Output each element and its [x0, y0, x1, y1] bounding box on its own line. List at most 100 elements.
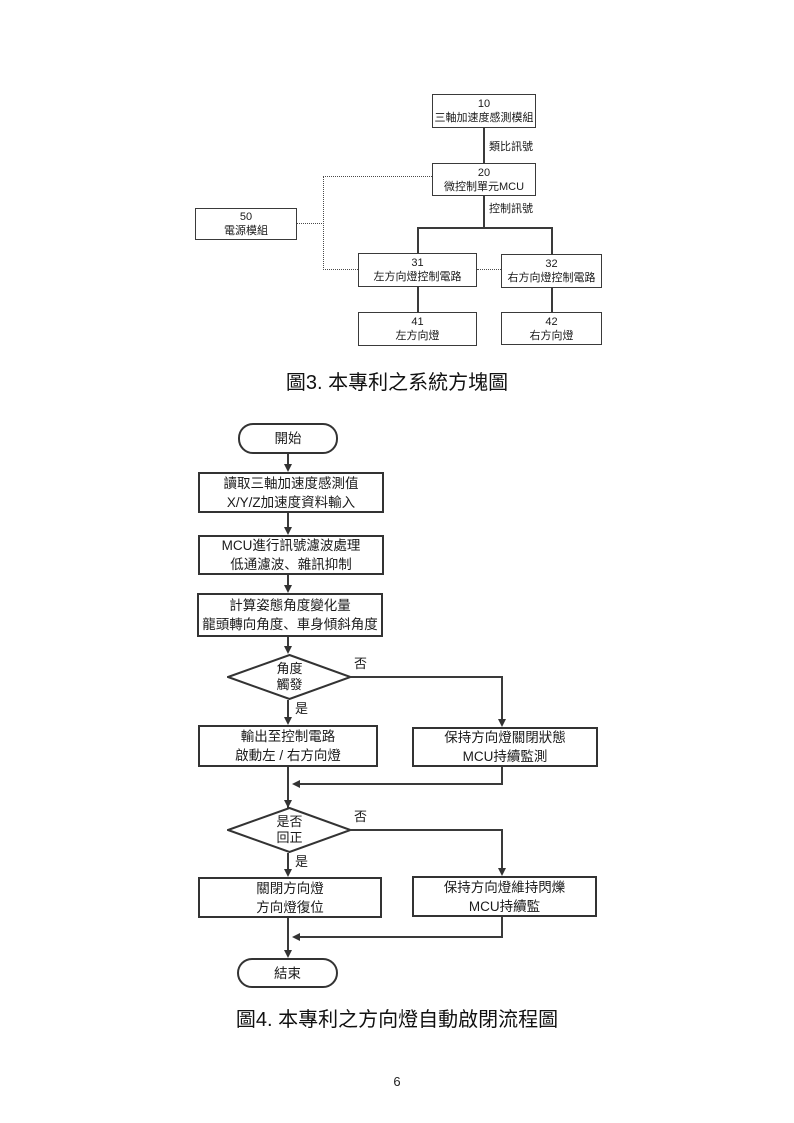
branch-label-no: 否 [354, 809, 368, 824]
flow-arrow-line [287, 918, 289, 951]
block-number: 41 [411, 316, 424, 328]
flow-branch-line [501, 829, 503, 869]
edge-label-analog-signal: 類比訊號 [489, 141, 533, 153]
flow-arrow-line [287, 853, 289, 870]
connector-32-to-42 [551, 288, 553, 312]
block-number: 42 [545, 315, 558, 328]
step-line: MCU進行訊號濾波處理 [221, 538, 361, 553]
step-line: MCU持續監 [468, 898, 541, 914]
dotted-power-to-mcu [323, 176, 432, 177]
decision-line: 是否 [276, 814, 303, 829]
block-number: 20 [477, 166, 491, 179]
decision-diamond-shape [227, 807, 352, 853]
flow-step-keep-blink: 保持方向燈維持閃爍 MCU持續監 [412, 876, 597, 917]
block-label: 左方向燈控制電路 [373, 271, 462, 283]
block-label: 微控制單元MCU [443, 180, 525, 193]
block-power-module: 50 電源模組 [195, 208, 297, 240]
flow-arrowhead-down [284, 646, 292, 654]
step-line: 輸出至控制電路 [240, 729, 336, 744]
connector-mcu-to-split [483, 196, 485, 227]
block-mcu: 20 微控制單元MCU [432, 163, 536, 196]
step-line: 保持方向燈關閉狀態 [444, 730, 566, 745]
block-number: 10 [477, 98, 491, 110]
block-label: 左方向燈 [395, 330, 440, 342]
flow-arrow-line [287, 575, 289, 586]
step-line: 計算姿態角度變化量 [229, 598, 351, 613]
branch-label-yes: 是 [295, 701, 309, 716]
flow-arrowhead-down [284, 527, 292, 535]
flow-step-read: 讀取三軸加速度感測值 X/Y/Z加速度資料輸入 [198, 472, 384, 513]
decision-text: 是否 回正 [227, 807, 352, 853]
branch-label-no: 否 [354, 656, 368, 671]
flow-branch-line [501, 767, 503, 785]
flow-arrow-line [287, 513, 289, 528]
figure3-caption: 圖3. 本專利之系統方塊圖 [285, 372, 509, 394]
block-left-turn-lamp: 41 左方向燈 [358, 312, 477, 346]
dotted-power-to-31 [323, 269, 358, 270]
decision-line: 回正 [276, 830, 303, 845]
connector-31-to-41 [417, 287, 419, 312]
flow-arrowhead-down [284, 800, 292, 808]
connector-split-right [551, 227, 553, 254]
flow-arrow-line [287, 454, 289, 465]
block-label: 三軸加速度感測模組 [434, 112, 534, 124]
flow-start-node: 開始 [238, 423, 338, 454]
flow-start-label: 開始 [274, 431, 302, 446]
flow-step-activate: 輸出至控制電路 啟動左 / 右方向燈 [198, 725, 378, 767]
flow-end-node: 結束 [237, 958, 338, 988]
block-label: 電源模組 [224, 225, 268, 237]
flow-arrowhead-left [292, 933, 300, 941]
block-number: 32 [545, 258, 558, 270]
decision-text: 角度 觸發 [227, 654, 352, 700]
decision-diamond-shape [227, 654, 352, 700]
flow-step-keep-off: 保持方向燈關閉狀態 MCU持續監測 [412, 727, 598, 767]
connector-sensor-to-mcu [483, 128, 485, 163]
block-right-turn-lamp: 42 右方向燈 [501, 312, 602, 345]
block-number: 31 [411, 257, 424, 269]
step-line: 啟動左 / 右方向燈 [235, 748, 341, 763]
flow-arrowhead-down [284, 585, 292, 593]
flow-decision-angle-trigger: 角度 觸發 [227, 654, 352, 700]
step-line: 方向燈復位 [256, 899, 324, 915]
flow-merge-line [300, 936, 503, 938]
block-left-turn-control: 31 左方向燈控制電路 [358, 253, 477, 287]
step-line: 低通濾波、雜訊抑制 [230, 557, 352, 572]
flow-branch-line [501, 676, 503, 720]
block-right-turn-control: 32 右方向燈控制電路 [501, 254, 602, 288]
flow-arrowhead-down [284, 717, 292, 725]
branch-label-yes: 是 [295, 854, 309, 869]
dotted-power-bus [323, 176, 324, 270]
flow-arrowhead-down [498, 719, 506, 727]
flow-arrowhead-down [284, 869, 292, 877]
block-sensor-module: 10 三軸加速度感測模組 [432, 94, 536, 128]
connector-split-horizontal [417, 227, 553, 229]
dotted-power-stub [297, 223, 324, 224]
flow-arrowhead-down [284, 464, 292, 472]
block-number: 50 [239, 211, 253, 223]
flow-arrowhead-down [284, 950, 292, 958]
flow-decision-returned: 是否 回正 [227, 807, 352, 853]
block-label: 右方向燈控制電路 [507, 272, 596, 284]
flow-step-compute: 計算姿態角度變化量 龍頭轉向角度、車身傾斜角度 [197, 593, 383, 637]
connector-split-left [417, 227, 419, 253]
dotted-31-to-32 [477, 269, 501, 270]
block-label: 右方向燈 [529, 329, 574, 342]
step-line: 龍頭轉向角度、車身傾斜角度 [202, 617, 378, 632]
flow-arrow-line [287, 700, 289, 718]
decision-line: 角度 [276, 661, 303, 676]
flow-arrowhead-down [498, 868, 506, 876]
step-line: 關閉方向燈 [256, 880, 324, 896]
flow-end-label: 結束 [274, 965, 301, 981]
flow-step-filter: MCU進行訊號濾波處理 低通濾波、雜訊抑制 [198, 535, 384, 575]
flow-branch-line [350, 829, 503, 831]
step-line: 保持方向燈維持閃爍 [443, 879, 566, 895]
step-line: 讀取三軸加速度感測值 [223, 475, 359, 491]
flow-branch-line [350, 676, 503, 678]
figure4-caption: 圖4. 本專利之方向燈自動啟閉流程圖 [235, 1009, 559, 1031]
flow-branch-line [501, 917, 503, 937]
flow-step-turn-off: 關閉方向燈 方向燈復位 [198, 877, 382, 918]
flow-merge-line [300, 783, 503, 785]
flow-arrowhead-left [292, 780, 300, 788]
page-number: 6 [393, 1074, 401, 1089]
